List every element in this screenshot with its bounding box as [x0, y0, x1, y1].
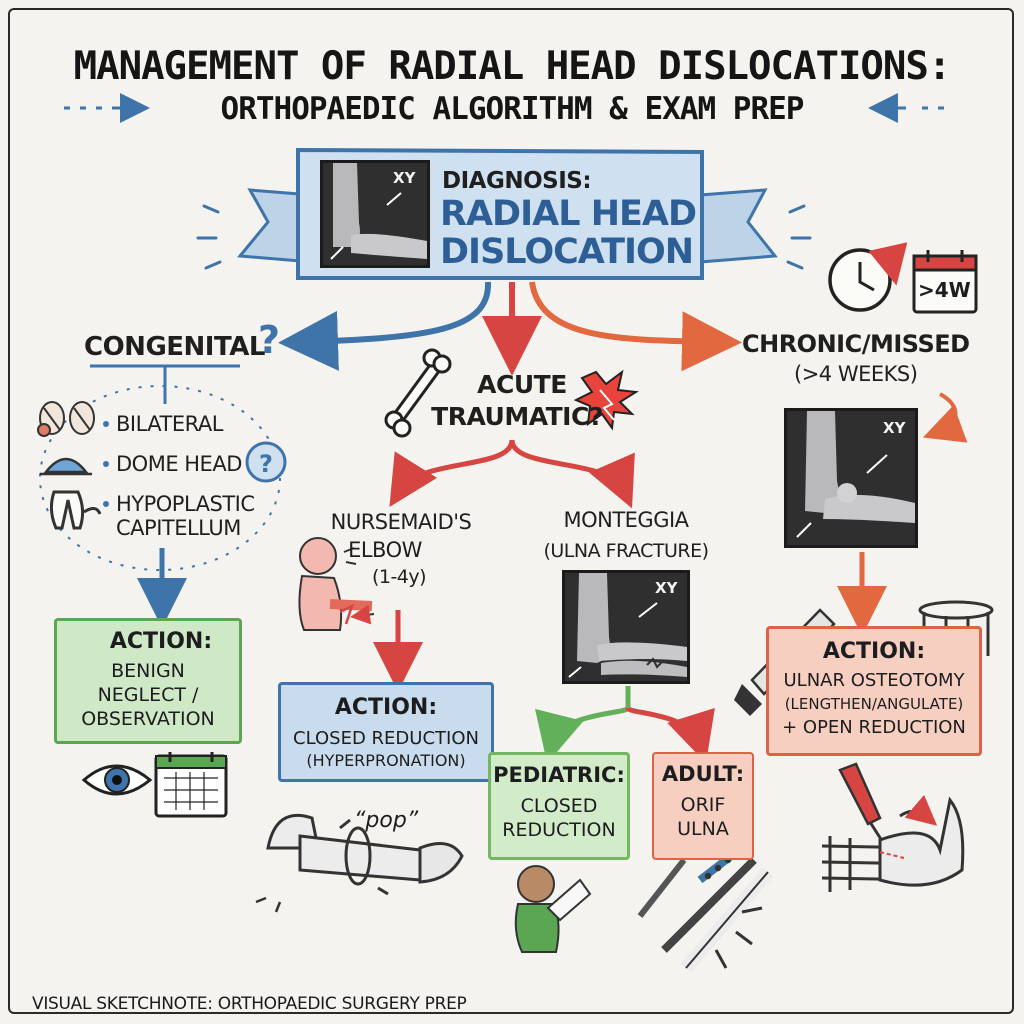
fixator-frame-icon [821, 794, 965, 892]
chronic-action-title: ACTION: [822, 639, 926, 664]
congenital-question-mark: ? [258, 318, 281, 362]
acute-heading-line1: ACUTE [477, 370, 567, 399]
adult-action-box: ADULT: ORIF ULNA [652, 752, 754, 860]
chronic-heading-line2: (>4 WEEKS) [794, 362, 918, 386]
pediatric-line1: CLOSED [520, 795, 598, 817]
congenital-heading: CONGENITAL [84, 332, 265, 362]
monteggia-xray-image: XY [562, 570, 690, 684]
eye-icon [81, 764, 153, 796]
adult-line1: ORIF [680, 794, 726, 816]
congenital-bullet-dome-head: DOME HEAD [116, 452, 242, 476]
plate-screws-icon [637, 842, 774, 973]
banner-sparkle-left [196, 204, 222, 270]
elbow-xray-icon [330, 163, 427, 260]
monteggia-heading-line1: MONTEGGIA [563, 508, 689, 532]
page-frame [8, 8, 1014, 1014]
congenital-action-box: ACTION: BENIGN NEGLECT / OBSERVATION [54, 618, 242, 744]
schedule-calendar-icon [154, 752, 228, 818]
congenital-action-title: ACTION: [109, 629, 213, 654]
drill-icon [838, 762, 886, 845]
chronic-calendar-label: >4W [918, 278, 971, 302]
congenital-action-line1: BENIGN [111, 660, 185, 682]
diagnosis-title-line2: DISLOCATION [440, 232, 694, 272]
nursemaid-action-title: ACTION: [334, 695, 438, 720]
adult-title: ADULT: [661, 762, 745, 786]
arrow-monteggia-adult [625, 705, 715, 764]
page-title: MANAGEMENT OF RADIAL HEAD DISLOCATIONS: [73, 44, 952, 89]
congenital-bullet-hypoplastic: HYPOPLASTIC [116, 492, 255, 516]
pediatric-title: PEDIATRIC: [493, 763, 625, 787]
pop-label: “pop” [354, 808, 419, 833]
diagnosis-prefix: DIAGNOSIS: [442, 168, 592, 194]
bilateral-joints-icon [37, 401, 95, 437]
monteggia-xray-label: XY [655, 579, 678, 597]
svg-text:?: ? [259, 450, 273, 478]
arrow-to-congenital [278, 281, 492, 371]
dome-head-icon [40, 457, 92, 476]
clock-icon [828, 242, 908, 312]
chronic-elbow-xray-icon [796, 411, 915, 538]
child-cast-icon [514, 865, 592, 953]
nursemaid-action-line1: CLOSED REDUCTION [293, 728, 479, 749]
nursemaid-action-line2: (HYPERPRONATION) [306, 751, 466, 770]
nursemaid-heading-line3: (1-4y) [371, 566, 427, 588]
arrow-acute-monteggia [509, 439, 635, 509]
chronic-action-line1: ULNAR OSTEOTOMY [783, 670, 965, 691]
fracture-burst-icon [573, 369, 639, 431]
monteggia-elbow-xray-icon [568, 573, 687, 678]
page-subtitle: ORTHOPAEDIC ALGORITHM & EXAM PREP [220, 91, 805, 127]
chronic-action-box: ACTION: ULNAR OSTEOTOMY (LENGTHEN/ANGULA… [766, 626, 982, 756]
nursemaid-heading-line1: NURSEMAID'S [330, 510, 472, 534]
footer-caption: VISUAL SKETCHNOTE: ORTHOPAEDIC SURGERY P… [32, 994, 467, 1014]
congenital-dashed-ring [39, 385, 281, 571]
calendar-icon [912, 250, 978, 314]
pop-sparkle-left [255, 896, 282, 913]
arm-reduction-icon [266, 813, 464, 896]
arrow-monteggia-pediatric [535, 686, 631, 764]
adult-line2: ULNA [677, 818, 729, 840]
diagnosis-xray-image: XY [320, 160, 430, 268]
hypoplastic-bone-icon [49, 490, 102, 530]
nursemaid-action-box: ACTION: CLOSED REDUCTION (HYPERPRONATION… [278, 682, 494, 782]
child-elbow-icon [298, 537, 375, 631]
arrow-chronic-xray [922, 392, 968, 443]
banner-sparkle-right [786, 204, 812, 270]
arrow-acute-split [389, 439, 515, 507]
congenital-bullet-bilateral: BILATERAL [116, 412, 223, 436]
congenital-action-line2: NEGLECT / [97, 684, 199, 706]
xray-label: XY [393, 169, 416, 187]
question-bubble-icon: ? [245, 441, 287, 483]
chronic-action-line3: + OPEN REDUCTION [782, 717, 966, 738]
chronic-heading-line1: CHRONIC/MISSED [742, 330, 970, 358]
chronic-xray-label: XY [883, 419, 906, 437]
arrow-to-chronic [529, 281, 742, 372]
chronic-action-line2: (LENGTHEN/ANGULATE) [784, 695, 964, 713]
bone-icon [384, 348, 452, 438]
pediatric-line2: REDUCTION [502, 819, 616, 841]
nursemaid-heading-line2: ELBOW [348, 538, 422, 562]
chronic-xray-image: XY [784, 408, 918, 548]
congenital-action-line3: OBSERVATION [81, 708, 215, 730]
congenital-bullet-capitellum: CAPITELLUM [116, 516, 241, 540]
diagnosis-title-line1: RADIAL HEAD [440, 194, 697, 234]
pediatric-action-box: PEDIATRIC: CLOSED REDUCTION [488, 752, 630, 860]
acute-heading-line2: TRAUMATIC? [431, 402, 603, 431]
monteggia-heading-line2: (ULNA FRACTURE) [543, 540, 709, 562]
